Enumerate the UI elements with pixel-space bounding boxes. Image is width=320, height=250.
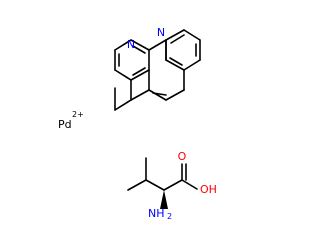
chemical-structure-diagram: N N Pd 2+ O OH NH 2 xyxy=(58,26,217,221)
bond xyxy=(165,29,185,41)
bond xyxy=(163,179,183,191)
amine-group: NH xyxy=(148,207,165,220)
bond xyxy=(130,39,150,51)
palladium-ion: Pd 2+ xyxy=(58,110,84,131)
bond xyxy=(130,89,150,101)
right-pyridine-ring xyxy=(165,29,201,71)
amine-subscript: 2 xyxy=(167,212,172,221)
bond xyxy=(148,39,167,51)
bond xyxy=(181,179,198,190)
bond xyxy=(127,179,147,191)
bond xyxy=(130,69,150,81)
bond xyxy=(145,179,165,191)
valine-molecule: O OH NH 2 xyxy=(127,150,217,221)
bond xyxy=(148,89,167,101)
hydroxyl-group: OH xyxy=(200,183,217,196)
double-bond-inner xyxy=(132,45,146,54)
stereo-wedge xyxy=(160,190,168,209)
nitrogen-atom-left: N xyxy=(127,38,135,51)
bond xyxy=(165,59,185,71)
bond xyxy=(114,39,132,51)
bond xyxy=(183,59,201,71)
bond xyxy=(183,29,201,41)
carbonyl-oxygen: O xyxy=(178,150,187,163)
bond xyxy=(114,69,132,81)
lower-left-ring xyxy=(114,79,150,111)
double-bond-inner xyxy=(152,92,167,96)
palladium-charge: 2+ xyxy=(72,110,84,119)
bond xyxy=(114,99,132,111)
palladium-symbol: Pd xyxy=(58,118,72,131)
double-bond-inner xyxy=(132,67,146,76)
double-bond-inner xyxy=(169,57,183,66)
double-bond-inner xyxy=(170,34,185,44)
nitrogen-atom-right: N xyxy=(157,26,165,39)
left-pyridine-ring xyxy=(114,39,150,81)
bond xyxy=(165,89,185,101)
phenanthroline-molecule: N N xyxy=(114,26,201,111)
central-ring xyxy=(148,39,185,101)
